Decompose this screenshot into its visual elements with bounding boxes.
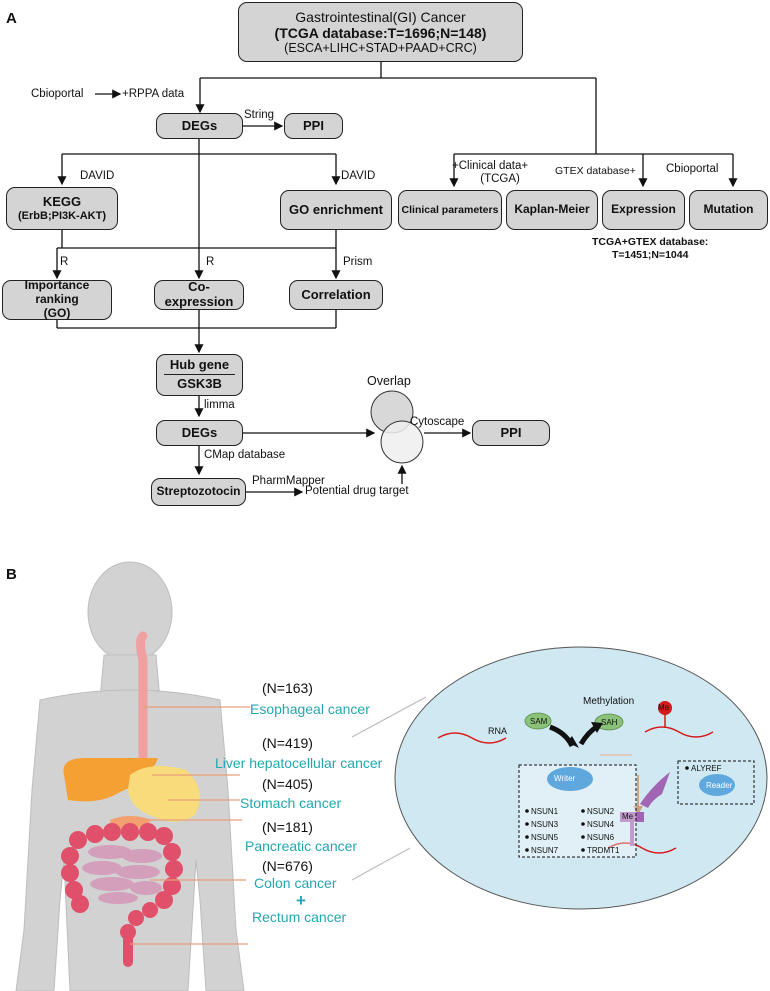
liver	[63, 758, 159, 802]
stomach	[128, 766, 200, 822]
degs-box-2: DEGs	[156, 420, 243, 446]
sah-label: SAH	[601, 718, 618, 727]
writer-gene-nsun4: NSUN4	[587, 820, 615, 829]
rna-label: RNA	[488, 726, 508, 736]
importance-ranking-sub: (GO)	[43, 305, 71, 320]
pharmmapper-label: PharmMapper	[252, 475, 325, 487]
colon	[61, 823, 183, 940]
streptozotocin-label: Streptozotocin	[156, 484, 241, 499]
me-bottom-label: Me	[622, 812, 634, 821]
potential-drug-target-label: Potential drug target	[305, 485, 409, 497]
plus-sign: +	[296, 891, 306, 910]
writer-gene-nsun1: NSUN1	[531, 807, 559, 816]
reader-gene-alyref: ALYREF	[691, 764, 722, 773]
expression-box: Expression	[602, 190, 685, 230]
rppa-label: +RPPA data	[122, 88, 185, 100]
hub-gene-name: GSK3B	[177, 376, 222, 391]
writer-gene-nsun2: NSUN2	[587, 807, 615, 816]
limma-label: limma	[204, 399, 235, 411]
writer-gene-nsun5: NSUN5	[531, 833, 559, 842]
cytoscape-label: Cytoscape	[410, 416, 465, 428]
pancreatic-count: (N=181)	[262, 819, 313, 835]
kegg-title: KEGG	[42, 193, 82, 209]
coexpression-label: Co-expression	[164, 279, 234, 309]
tcga-gtex-line1: TCGA+GTEX database:	[592, 236, 709, 248]
tcga-gtex-label: TCGA+GTEX database: T=1451;N=1044	[592, 236, 708, 262]
esophagus	[136, 631, 148, 795]
liver-label: Liver hepatocellular cancer	[215, 755, 383, 771]
panel-label-a: A	[6, 10, 17, 27]
sam-label: SAM	[530, 717, 548, 726]
kegg-box: KEGG (ErbB;PI3K-AKT)	[6, 187, 118, 230]
writer-gene-nsun7: NSUN7	[531, 846, 559, 855]
importance-ranking-title: Importance ranking	[24, 278, 90, 307]
hub-gene-title: Hub gene	[163, 357, 236, 375]
importance-ranking-box: Importance ranking (GO)	[2, 278, 112, 320]
cbioportal-label: Cbioportal	[31, 88, 84, 100]
kegg-pathways: (ErbB;PI3K-AKT)	[18, 209, 106, 222]
gi-cancer-title: Gastrointestinal(GI) Cancer	[295, 8, 466, 25]
david-left-label: DAVID	[80, 170, 115, 182]
expression-label: Expression	[611, 202, 676, 217]
me-top-label: Me	[658, 703, 670, 712]
panel-label-b: B	[6, 566, 17, 583]
colon-label: Colon cancer	[254, 875, 337, 891]
small-intestine	[82, 845, 162, 904]
pancreatic-label: Pancreatic cancer	[245, 838, 358, 854]
r-mid-label: R	[206, 256, 215, 268]
string-label: String	[244, 109, 275, 121]
degs-label-2: DEGs	[181, 424, 218, 440]
david-right-label: DAVID	[341, 170, 376, 182]
r-left-label: R	[60, 256, 69, 268]
mutation-label: Mutation	[703, 202, 754, 217]
ppi-label-1: PPI	[303, 117, 324, 133]
degs-label-1: DEGs	[181, 117, 218, 133]
stomach-count: (N=405)	[262, 776, 313, 792]
writer-gene-nsun3: NSUN3	[531, 820, 559, 829]
coexpression-box: Co-expression	[154, 279, 244, 310]
prism-label: Prism	[343, 256, 373, 268]
esophageal-count: (N=163)	[262, 680, 313, 696]
clinical-data-line1: +Clinical data+	[452, 160, 529, 172]
clinical-data-line2: (TCGA)	[480, 173, 520, 186]
clinical-data-label: +Clinical data+ (TCGA)	[452, 160, 528, 186]
reader-label: Reader	[706, 781, 733, 790]
hub-gene-box: Hub gene GSK3B	[156, 354, 243, 396]
overlap-label: Overlap	[367, 374, 411, 388]
mutation-box: Mutation	[689, 190, 768, 230]
cmap-label: CMap database	[204, 449, 286, 461]
ppi-box-2: PPI	[472, 420, 550, 446]
go-enrichment-label: GO enrichment	[289, 201, 383, 217]
esophageal-label: Esophageal cancer	[250, 701, 370, 717]
cbioportal-right-label: Cbioportal	[666, 163, 719, 175]
clinical-parameters-box: Clinical parameters	[398, 190, 502, 230]
gi-cancer-box: Gastrointestinal(GI) Cancer (TCGA databa…	[238, 2, 523, 62]
ppi-label-2: PPI	[500, 424, 522, 440]
liver-count: (N=419)	[262, 735, 313, 751]
ppi-box-1: PPI	[284, 113, 343, 139]
writer-gene-trdmt1: TRDMT1	[587, 846, 620, 855]
go-enrichment-box: GO enrichment	[280, 190, 392, 230]
correlation-label: Correlation	[301, 286, 371, 302]
writer-label: Writer	[554, 774, 576, 783]
stomach-label: Stomach cancer	[240, 795, 342, 811]
streptozotocin-box: Streptozotocin	[151, 478, 246, 506]
degs-box-1: DEGs	[156, 113, 243, 139]
methylation-label: Methylation	[583, 696, 635, 707]
correlation-box: Correlation	[289, 280, 383, 310]
kaplan-meier-label: Kaplan-Meier	[514, 202, 590, 217]
clinical-parameters-label: Clinical parameters	[401, 203, 499, 216]
colon-count: (N=676)	[262, 858, 313, 874]
gi-cancer-tcga: (TCGA database:T=1696;N=148)	[274, 24, 487, 41]
gtex-label: GTEX database+	[555, 165, 636, 177]
rectum-label: Rectum cancer	[252, 909, 347, 925]
gi-cancer-types: (ESCA+LIHC+STAD+PAAD+CRC)	[284, 40, 477, 55]
writer-gene-nsun6: NSUN6	[587, 833, 615, 842]
tcga-gtex-line2: T=1451;N=1044	[611, 249, 689, 262]
kaplan-meier-box: Kaplan-Meier	[506, 190, 598, 230]
